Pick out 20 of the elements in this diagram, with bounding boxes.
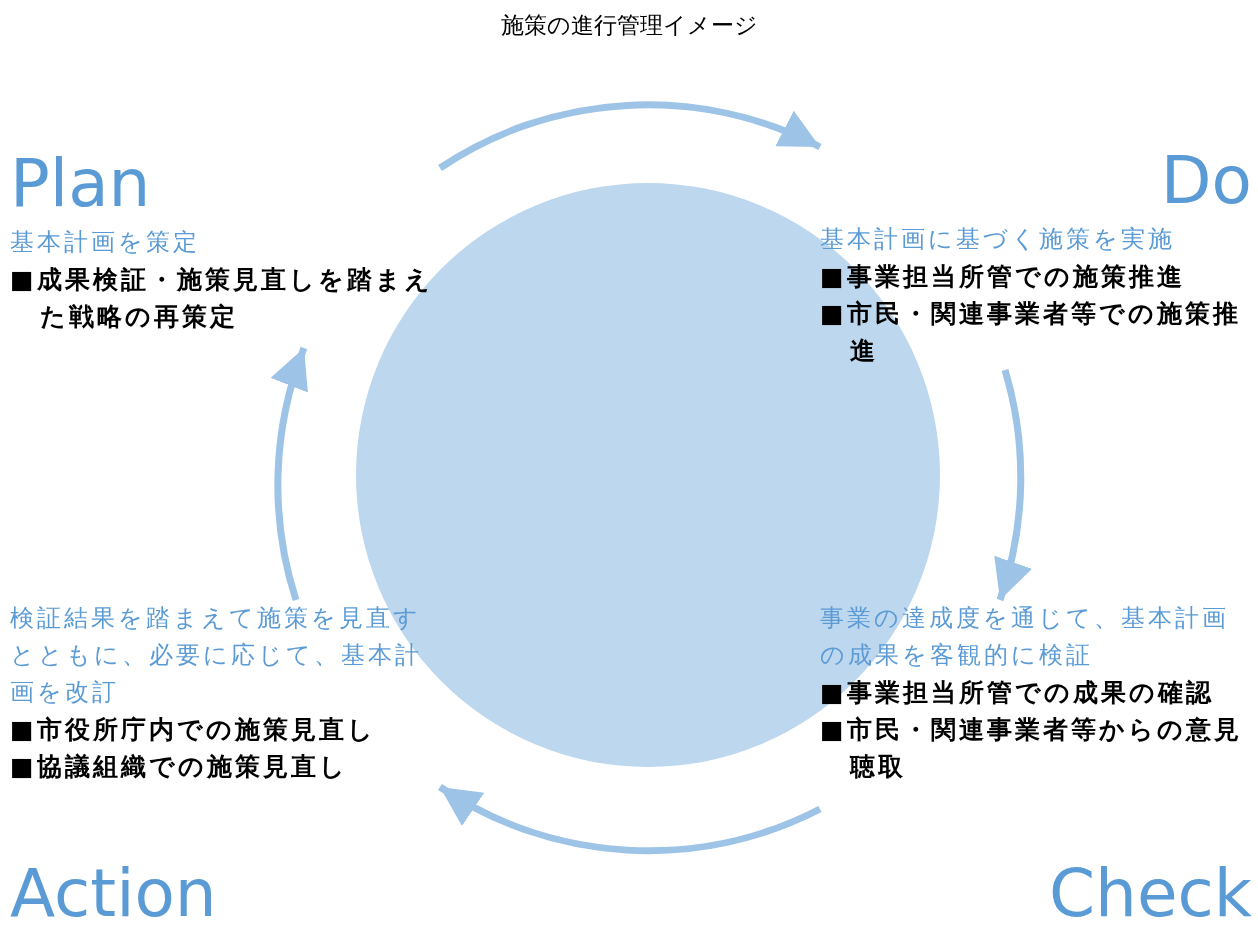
cycle-arrow bbox=[438, 101, 822, 171]
bullet-item: ■市役所庁内での施策見直し bbox=[10, 714, 377, 746]
bullet-item: ■成果検証・施策見直しを踏まえた戦略の再策定 bbox=[10, 264, 434, 333]
phase-description: 検証結果を踏まえて施策を見直すとともに、必要に応じて、基本計画を改訂 bbox=[10, 603, 423, 708]
phase-description: 基本計画を策定 bbox=[10, 227, 201, 258]
cycle-arrow bbox=[438, 784, 822, 855]
bullet-item: ■事業担当所管での成果の確認 bbox=[820, 677, 1215, 709]
diagram-title: 施策の進行管理イメージ bbox=[500, 12, 758, 38]
phase-heading: Action bbox=[10, 855, 217, 930]
phase-description: 基本計画に基づく施策を実施 bbox=[820, 224, 1176, 255]
cycle-arrow bbox=[991, 369, 1031, 601]
cycle-arrow bbox=[272, 346, 311, 601]
phase-description: 事業の達成度を通じて、基本計画の成果を客観的に検証 bbox=[820, 603, 1230, 671]
phase-heading: Check bbox=[1048, 855, 1252, 930]
bullet-item: ■市民・関連事業者等からの意見聴取 bbox=[820, 714, 1243, 783]
phase-heading: Do bbox=[1160, 142, 1252, 219]
phase-heading: Plan bbox=[10, 145, 151, 222]
bullet-item: ■市民・関連事業者等での施策推進 bbox=[820, 298, 1242, 367]
bullet-item: ■事業担当所管での施策推進 bbox=[820, 261, 1186, 293]
bullet-item: ■協議組織での施策見直し bbox=[10, 751, 349, 783]
